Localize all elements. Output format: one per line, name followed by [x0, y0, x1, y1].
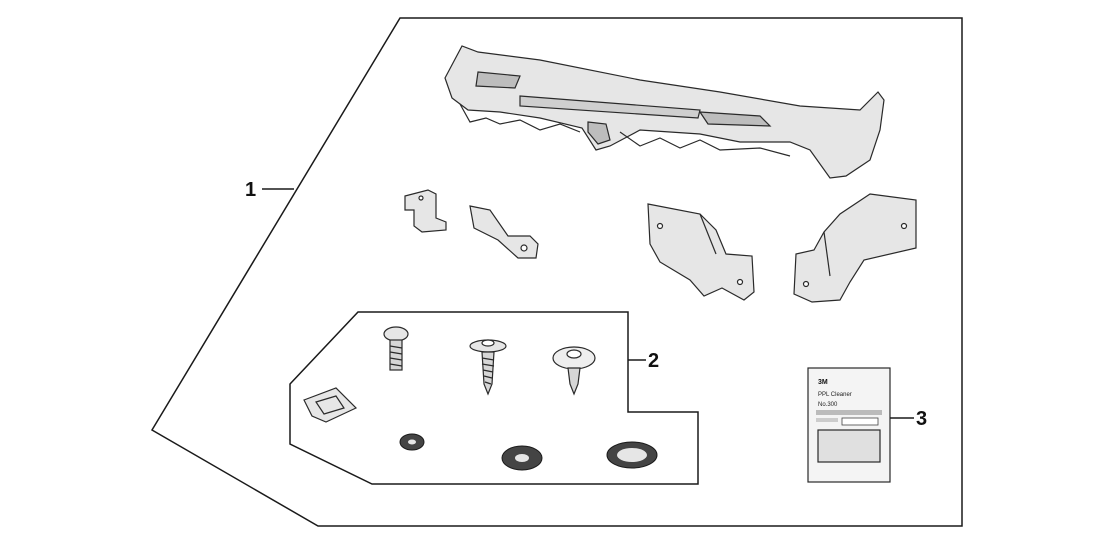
mounting-bracket-small [404, 189, 447, 233]
assembly-outline [150, 17, 963, 527]
grommet-medium [501, 445, 543, 471]
package-line-1: PPL Cleaner [818, 392, 852, 398]
package-line-2: No.300 [818, 402, 838, 408]
callout-3-label: 3 [916, 408, 927, 430]
cleaner-package: 3M PPL Cleaner No.300 [807, 367, 891, 483]
grommet-small [399, 433, 425, 451]
grommet-ring [606, 441, 658, 469]
callout-1[interactable]: 1 [245, 179, 294, 201]
package-brand: 3M [818, 379, 828, 386]
machine-screw [383, 326, 409, 371]
trim-screw [552, 346, 596, 396]
callout-2[interactable]: 2 [628, 350, 659, 372]
splash-guard-right [793, 193, 917, 303]
rear-bumper-diffuser [444, 45, 885, 179]
callout-1-label: 1 [245, 179, 256, 201]
speed-nut-clip [303, 387, 358, 423]
splash-guard-left [647, 203, 755, 301]
fastener-kit-outline [289, 311, 699, 485]
callout-3[interactable]: 3 [890, 408, 927, 430]
tapping-screw [469, 339, 507, 396]
callout-2-label: 2 [648, 350, 659, 372]
mounting-stay [469, 205, 539, 259]
